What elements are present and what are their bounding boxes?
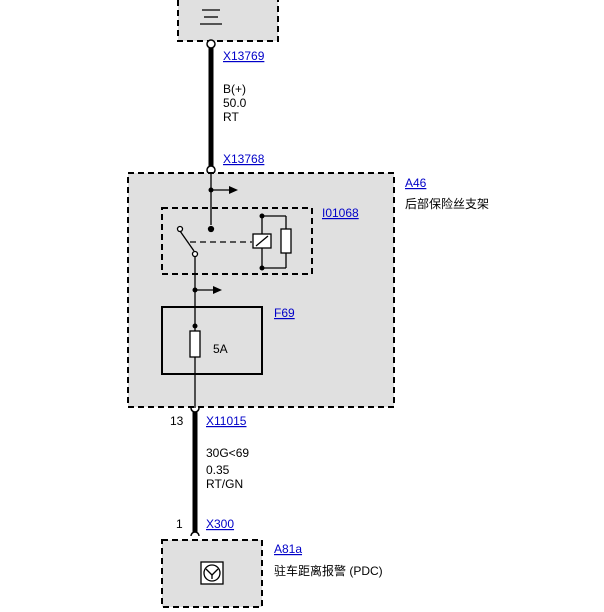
connector-x13768-link[interactable]: X13768 <box>223 152 265 166</box>
fuse-id-link[interactable]: F69 <box>274 306 295 320</box>
speaker-icon <box>200 561 224 585</box>
wire-bottom-color: RT/GN <box>206 477 243 491</box>
relay-box <box>161 207 313 275</box>
wire-bottom-signal: 30G<69 <box>206 446 249 460</box>
wire-top-signal: B(+) <box>223 82 246 96</box>
connector-x300-pin: 1 <box>176 517 183 531</box>
pdc-module-id-link[interactable]: A81a <box>274 542 302 556</box>
wire-top-cross-section: 50.0 <box>223 96 247 110</box>
connector-x300-link[interactable]: X300 <box>206 517 234 531</box>
wire-top-color: RT <box>223 110 239 124</box>
connector-x11015-pin: 13 <box>170 414 184 428</box>
pdc-module-name: 驻车距离报警 (PDC) <box>274 563 383 578</box>
top-component-box <box>177 0 279 42</box>
fuse-rating: 5A <box>213 342 228 356</box>
connector-x13769-link[interactable]: X13769 <box>223 49 265 63</box>
fuse-carrier-id-link[interactable]: A46 <box>405 176 427 190</box>
relay-coil-icon <box>252 215 292 269</box>
relay-switch-icon <box>176 225 215 258</box>
continuation-arrow-icon <box>195 286 222 294</box>
pin-x11015 <box>190 407 200 413</box>
fuse-carrier-name: 后部保险丝支架 <box>405 196 489 211</box>
ground-symbol-icon <box>200 9 222 25</box>
wire-bottom-cross-section: 0.35 <box>206 463 230 477</box>
connector-x11015-link[interactable]: X11015 <box>206 414 247 428</box>
relay-id-link[interactable]: I01068 <box>322 206 359 220</box>
pin-x13769 <box>206 39 216 49</box>
fuse-icon <box>189 330 201 358</box>
fuse-box <box>161 306 263 375</box>
pin-x300 <box>190 531 200 537</box>
continuation-arrow-icon <box>211 186 238 194</box>
